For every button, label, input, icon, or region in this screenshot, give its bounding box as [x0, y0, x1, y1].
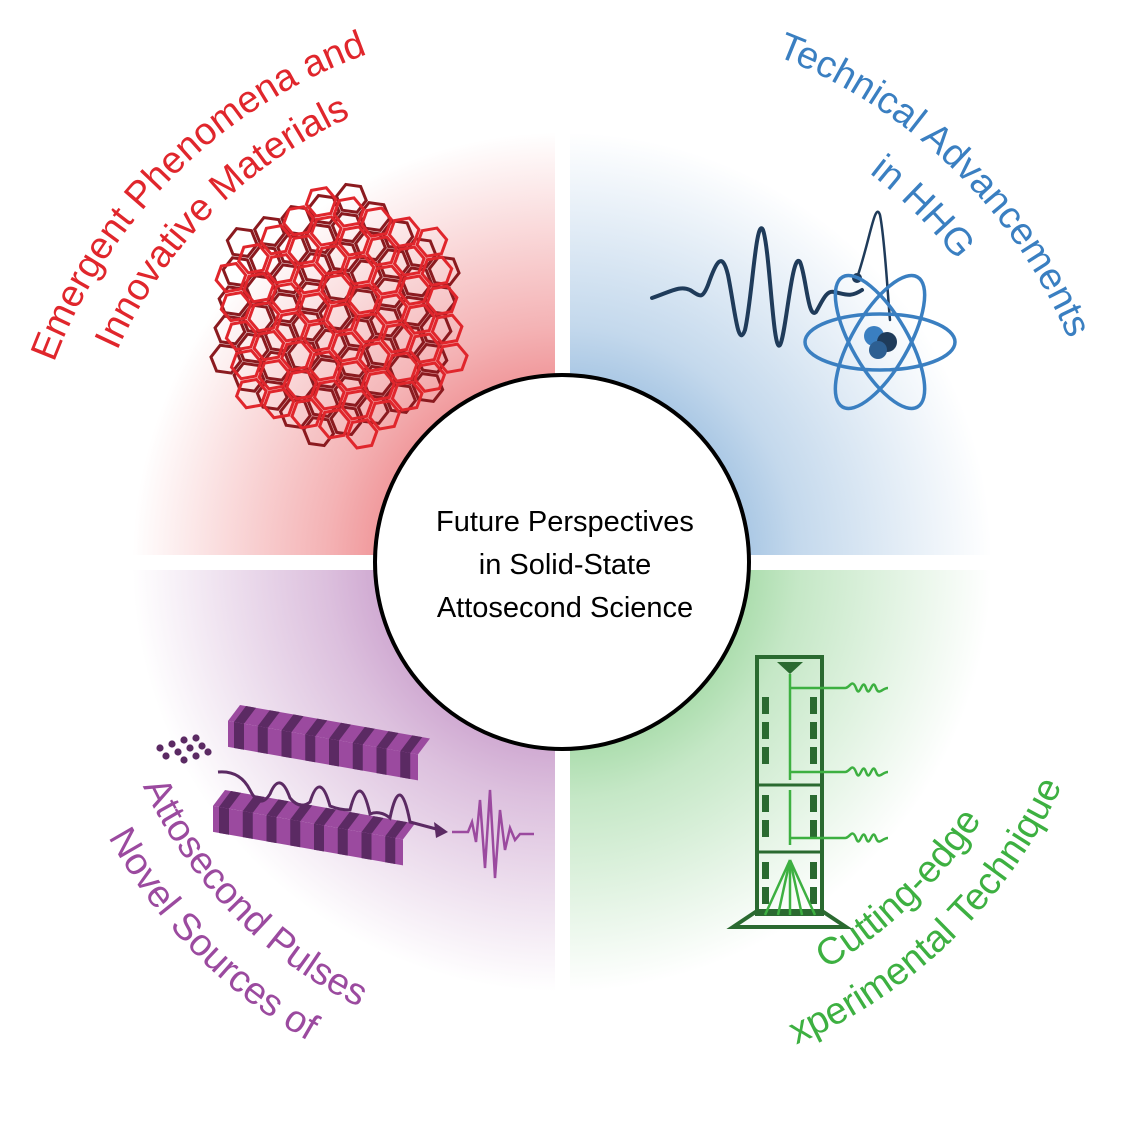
- emitter-tip: [777, 662, 803, 674]
- orbit-3: [833, 273, 927, 411]
- undulator-icon: [156, 705, 534, 879]
- center-title: Future Perspectives in Solid-State Attos…: [380, 415, 750, 715]
- nucleus-proton-2: [869, 341, 887, 359]
- beam-paths: [763, 674, 845, 916]
- center-title-line1: Future Perspectives: [436, 505, 694, 538]
- column-electrodes: [762, 697, 817, 904]
- column-detector-base: [726, 909, 853, 929]
- center-title-line2: in Solid-State: [478, 548, 652, 581]
- atom-laser-pulse-icon: [650, 210, 957, 411]
- electron-trajectory: [855, 210, 892, 322]
- orbit-1: [803, 312, 957, 372]
- spectrometer-column-icon: [726, 655, 889, 929]
- hexagonal-lattice-icon: [209, 182, 469, 450]
- probe-pulses: [844, 682, 889, 843]
- center-title-line3: Attosecond Science: [436, 591, 694, 624]
- orbit-2: [833, 273, 927, 411]
- laser-pulse-wave: [650, 226, 864, 348]
- center-circle: [373, 373, 751, 751]
